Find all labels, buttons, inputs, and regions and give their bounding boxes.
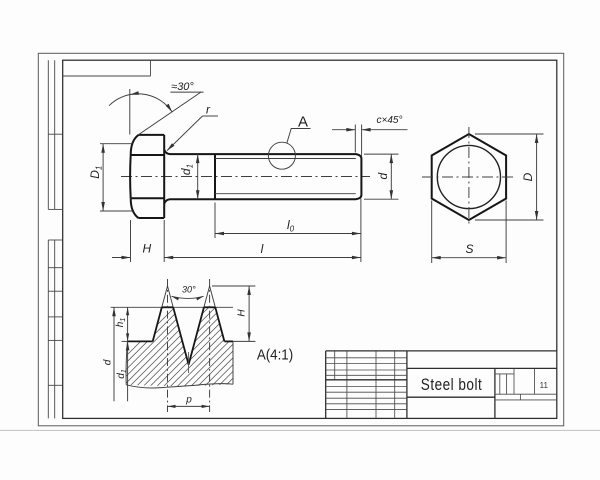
svg-text:c×45°: c×45°	[377, 115, 403, 126]
svg-text:l: l	[261, 242, 264, 256]
svg-text:H: H	[142, 242, 151, 256]
svg-text:d: d	[376, 173, 390, 180]
svg-text:d: d	[103, 359, 114, 365]
svg-text:p: p	[185, 395, 192, 406]
svg-text:11: 11	[540, 381, 549, 390]
svg-text:30°: 30°	[182, 285, 196, 295]
svg-text:≈30°: ≈30°	[171, 81, 194, 93]
svg-text:S: S	[465, 242, 473, 256]
svg-text:r: r	[206, 103, 211, 117]
svg-text:H: H	[237, 309, 248, 317]
svg-text:A: A	[298, 113, 308, 130]
svg-text:h1: h1	[115, 318, 127, 328]
svg-text:D: D	[521, 172, 535, 181]
svg-text:d1: d1	[179, 164, 195, 175]
svg-text:Steel bolt: Steel bolt	[421, 375, 483, 394]
svg-text:d1: d1	[116, 369, 128, 379]
svg-text:A(4:1): A(4:1)	[257, 346, 293, 363]
svg-text:l0: l0	[287, 218, 295, 234]
